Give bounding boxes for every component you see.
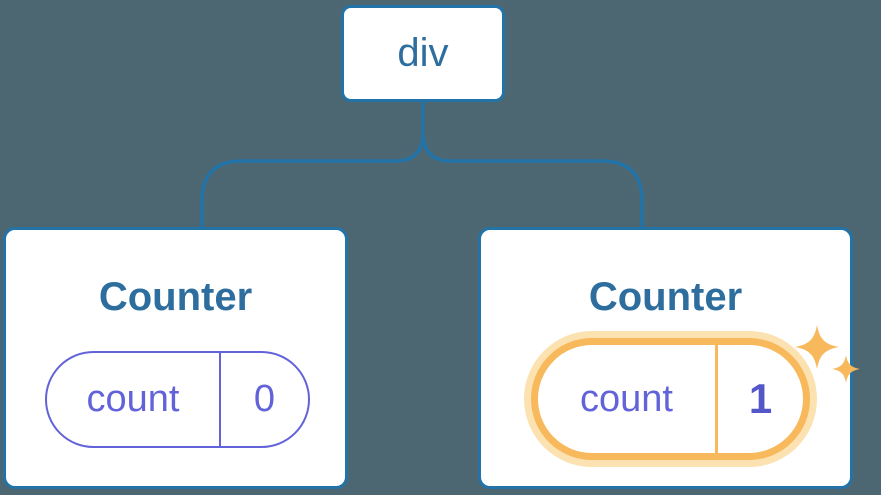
root-node-label: div [397, 31, 449, 75]
state-key-label: count [47, 353, 221, 446]
sparkles-icon [795, 325, 860, 383]
root-node-div: div [341, 5, 505, 102]
component-title: Counter [98, 275, 253, 319]
counter-card-right: Counter count 1 [478, 227, 860, 489]
state-pill-highlighted: count 1 [531, 338, 810, 460]
state-pill: count 0 [45, 351, 310, 448]
counter-card-left: Counter count 0 [3, 227, 348, 489]
state-value: 1 [748, 375, 773, 422]
state-key-label: count [538, 345, 718, 453]
state-value: 0 [253, 378, 276, 420]
component-title: Counter [588, 275, 743, 319]
